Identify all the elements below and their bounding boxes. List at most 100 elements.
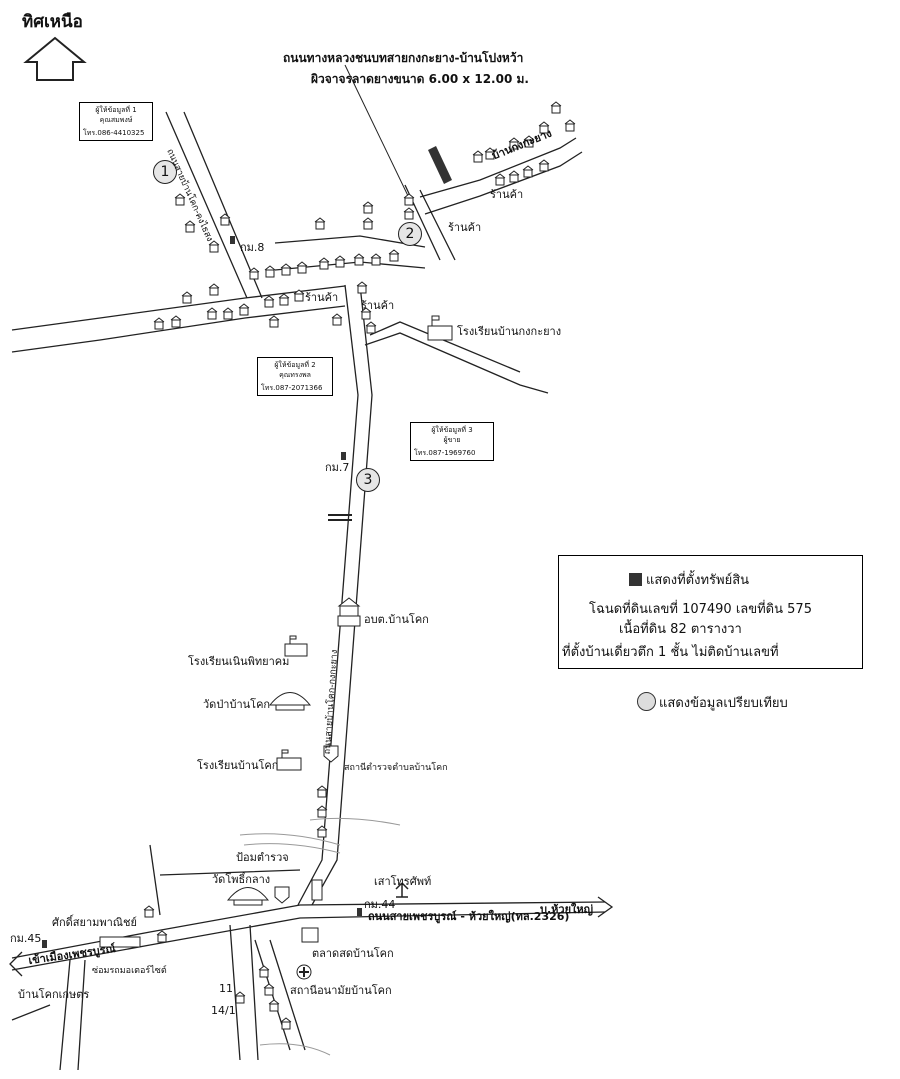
police-station-label: สถานีตำรวจตำบลบ้านโคก: [344, 763, 448, 773]
informant-title: ผู้ให้ข้อมูลที่ 3: [431, 426, 473, 434]
property-square-icon: [629, 573, 642, 586]
legend-compare-row: แสดงข้อมูลเปรียบเทียบ: [637, 692, 788, 713]
health-station-label: สถานีอนามัยบ้านโคก: [290, 984, 392, 997]
house-icon: [484, 147, 496, 160]
house-icon: [278, 293, 290, 306]
north-arrow-icon: [23, 36, 87, 81]
house-icon: [248, 267, 260, 280]
house-icon: [356, 281, 368, 294]
house-icon: [362, 201, 374, 214]
house-icon: [293, 289, 305, 302]
road-school-branch: [364, 321, 549, 394]
road-ne: [419, 137, 583, 215]
house-icon: [268, 315, 280, 328]
road-bottom-main: [11, 901, 606, 971]
legend-compare-label: แสดงข้อมูลเปรียบเทียบ: [659, 696, 788, 711]
house-icon: [184, 220, 196, 233]
house-icon: [258, 965, 270, 978]
km-marker-icon: [357, 908, 362, 916]
shop-label: ร้านค้า: [361, 299, 395, 312]
informant-phone: โทร.087-2071366: [261, 384, 323, 392]
house-icon: [208, 283, 220, 296]
road-south-1: [229, 924, 259, 1061]
km-marker-icon: [42, 940, 47, 948]
school-kongkayang-label: โรงเรียนบ้านกงกะยาง: [457, 325, 562, 338]
arrow-west: [9, 951, 23, 977]
main-road-label: ถนนสายเพชรบูรณ์ - ห้วยใหญ่(ทล.2326): [368, 910, 570, 923]
house-icon: [280, 1017, 292, 1030]
market-label: ตลาดสดบ้านโคก: [312, 947, 394, 960]
informant-box-3: ผู้ให้ข้อมูลที่ 3 ผู้ขาย โทร.087-1969760: [410, 422, 494, 461]
house-icon: [314, 217, 326, 230]
shop-label: ร้านค้า: [305, 291, 339, 304]
house-icon: [508, 170, 520, 183]
km44-label: กม.44: [364, 898, 396, 911]
pointer-line: [344, 64, 411, 201]
house-icon: [143, 905, 155, 918]
house-icon: [318, 257, 330, 270]
informant-name: คุณสมพงษ์: [99, 116, 133, 124]
house-icon: [174, 193, 186, 206]
police-box-label: ป้อมตำรวจ: [236, 851, 289, 864]
house-icon: [316, 805, 328, 818]
legend-box: แสดงที่ตั้งทรัพย์สิน โฉนดที่ดินเลขที่ 10…: [558, 555, 863, 669]
house-icon: [538, 121, 550, 134]
house-icon: [208, 240, 220, 253]
house-icon: [370, 253, 382, 266]
ban-kok-kaset-label: บ้านโคกเกษตร: [18, 988, 90, 1001]
legend-location-line: ที่ตั้งบ้านเดี่ยวตึก 1 ชั้น ไม่ติดบ้านเล…: [562, 645, 779, 660]
comparison-marker-2: 2: [398, 222, 422, 246]
km-marker-icon: [341, 452, 346, 460]
shop-label: ร้านค้า: [448, 221, 482, 234]
legend-property-row: แสดงที่ตั้งทรัพย์สิน: [629, 569, 749, 590]
sakdi-shop-label: ศักดิ์สยามพาณิชย์: [52, 916, 137, 929]
informant-title: ผู้ให้ข้อมูลที่ 2: [274, 361, 316, 369]
km45-label: กม.45: [10, 932, 42, 945]
house-icon: [263, 983, 275, 996]
house-icon: [234, 991, 246, 1004]
house-icons: [143, 101, 576, 1030]
phone-pole-label: เสาโทรศัพท์: [374, 875, 432, 888]
house-icon: [538, 159, 550, 172]
legend-area-line: เนื้อที่ดิน 82 ตารางวา: [619, 622, 742, 637]
wat-phosri-label: วัดโพธิ์กลาง: [212, 873, 271, 886]
informant-phone: โทร.086-4410325: [83, 129, 145, 137]
house-icon: [494, 173, 506, 186]
property-location-marker: [428, 146, 452, 184]
legend-deed-line: โฉนดที่ดินเลขที่ 107490 เลขที่ดิน 575: [589, 602, 812, 617]
temple-wat-pa-icon: [268, 692, 312, 711]
arrow-east: [597, 896, 614, 918]
house-icon: [238, 303, 250, 316]
informant-box-2: ผู้ให้ข้อมูลที่ 2 คุณทรงพล โทร.087-20713…: [257, 357, 333, 396]
comparison-marker-3: 3: [356, 468, 380, 492]
house-icon: [153, 317, 165, 330]
house-icon: [219, 213, 231, 226]
road-spec-line-1: ถนนทางหลวงชนบทสายกงกะยาง-บ้านโปงหว้า: [283, 51, 524, 65]
house-icon: [472, 150, 484, 163]
house-icon: [360, 307, 372, 320]
school-kongkayang-icon: [427, 325, 453, 341]
house-icon: [156, 930, 168, 943]
informant-box-1: ผู้ให้ข้อมูลที่ 1 คุณสมพงษ์ โทร.086-4410…: [79, 102, 153, 141]
house-icon: [362, 217, 374, 230]
km-marker-icon: [230, 236, 235, 244]
house-number-label: 11: [219, 982, 233, 995]
canal-3: [259, 1043, 331, 1056]
school-bankok-icon: [276, 757, 302, 771]
house-icon: [264, 265, 276, 278]
house-icon: [334, 255, 346, 268]
school-bankok-label: โรงเรียนบ้านโคก: [197, 759, 279, 772]
wat-pa-label: วัดป่าบ้านโคก: [203, 698, 271, 711]
informant-title: ผู้ให้ข้อมูลที่ 1: [95, 106, 137, 114]
house-icon: [181, 291, 193, 304]
police-shield-icon: [323, 745, 339, 763]
road-left-diagonal: [165, 111, 263, 299]
school-bankok-flag-icon: [281, 749, 289, 758]
house-icon: [365, 321, 377, 334]
house-icon: [403, 193, 415, 206]
temple-wat-phosri-icon: [226, 887, 270, 906]
house-icon: [222, 307, 234, 320]
informant-name: ผู้ขาย: [443, 436, 461, 444]
house-icon: [522, 165, 534, 178]
